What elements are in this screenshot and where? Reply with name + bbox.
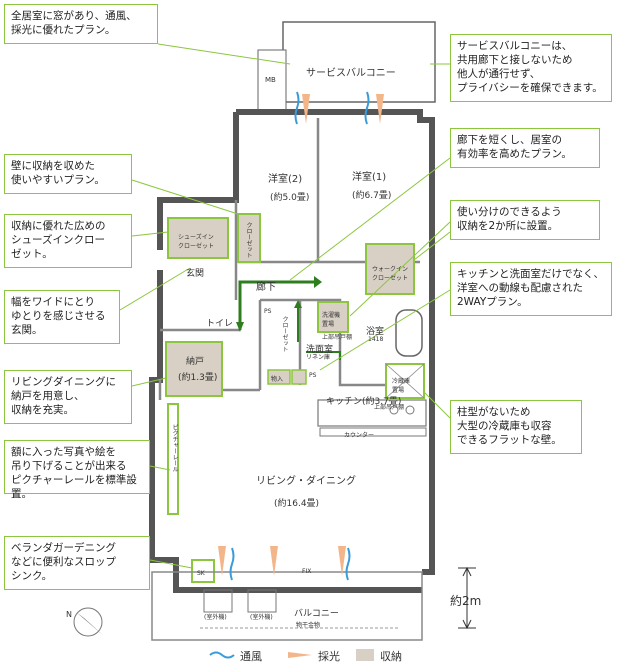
label-washer: 洗濯機 置場 (322, 312, 341, 328)
service-balcony-outline (282, 21, 436, 103)
label-hallway: 廊下 (256, 282, 276, 293)
label-ac-2: (室外機) (250, 614, 273, 621)
legend-storage-icon (356, 649, 374, 661)
label-kitchen: キッチン(約3.7畳) (326, 397, 402, 407)
label-closet-small: クローゼット (281, 316, 288, 352)
scale-bar (458, 566, 476, 630)
legend-light-icon (288, 652, 312, 658)
legend-storage: 収納 (380, 650, 402, 663)
light-markers (218, 94, 384, 576)
walk-in-closet-area (365, 243, 415, 295)
callout-slop-sink: ベランダガーデニング などに便利なスロップ シンク。 (4, 536, 150, 590)
label-nando: 納戸 (186, 357, 205, 367)
callout-nando: リビングダイニングに 納戸を用意し、 収納を充実。 (4, 370, 132, 424)
label-picture-rail: ピクチャーレール (171, 424, 178, 472)
label-ld-size: (約16.4畳) (274, 499, 320, 509)
callout-wall-storage: 壁に収納を収めた 使いやすいプラン。 (4, 154, 132, 194)
callout-short-hallway: 廊下を短くし、居室の 有効率を高めたプラン。 (450, 128, 600, 168)
label-ps: PS (264, 308, 272, 315)
label-entrance: 玄関 (186, 269, 205, 279)
callout-shoes-closet: 収納に優れた広めの シューズインクロー ゼット。 (4, 214, 132, 268)
label-eaves: 物干金物 (296, 622, 321, 629)
callout-2way: キッチンと洗面室だけでなく、 洋室への動線も配慮された 2WAYプラン。 (450, 262, 612, 316)
callout-two-storage: 使い分けのできるよう 収納を2か所に設置。 (450, 200, 600, 240)
hallway-arrow (238, 280, 314, 330)
label-fix: FIX (302, 568, 312, 575)
callout-picture-rail: 額に入った写真や絵を 吊り下げることが出来る ピクチャーレールを標準設置。 (4, 440, 150, 500)
label-western-1-size: (約6.7畳) (352, 191, 392, 201)
ac-unit-2 (247, 589, 277, 613)
scale-label: 約2m (450, 594, 482, 608)
callout-wide-entrance: 幅をワイドにとり ゆとりを感じさせる 玄関。 (4, 290, 120, 344)
label-fridge: 冷蔵庫 置場 (392, 378, 411, 394)
callout-windows: 全居室に窓があり、通風、 採光に優れたプラン。 (4, 4, 158, 44)
compass-label: N (66, 610, 72, 619)
label-linen: リネン庫 (306, 354, 331, 361)
compass (73, 607, 104, 637)
label-counter: カウンター (344, 432, 375, 439)
label-shoes-in-closet: シューズイン クローゼット (178, 234, 215, 250)
label-washroom: 洗面室 (306, 345, 334, 355)
label-bathroom: 浴室 (366, 327, 385, 337)
nando-area (165, 341, 223, 397)
kitchen-counter (317, 399, 427, 427)
label-western-2-size: (約5.0畳) (270, 193, 310, 203)
label-mb: MB (265, 76, 276, 84)
closet-area (237, 213, 261, 263)
label-toilet: トイレ (206, 319, 234, 329)
label-balcony: バルコニー (294, 609, 339, 619)
shoes-in-closet-area (167, 217, 229, 259)
label-ac-1: (室外機) (204, 614, 227, 621)
label-living-dining: リビング・ダイニング (256, 476, 356, 487)
legend-light: 採光 (318, 650, 340, 663)
label-ps-2: PS (309, 372, 317, 379)
callout-flat-wall: 柱型がないため 大型の冷蔵庫も収容 できるフラットな壁。 (450, 400, 582, 454)
label-sk: SK (197, 570, 205, 577)
wind-markers (229, 91, 370, 581)
label-closet: クローゼット (245, 222, 252, 258)
picture-rail (167, 403, 179, 515)
label-walk-in-closet: ウォークイン クローゼット (372, 266, 409, 282)
label-western-2: 洋室(2) (268, 174, 303, 185)
bathtub (395, 309, 423, 357)
label-western-1: 洋室(1) (352, 172, 387, 183)
legend-wind: 通風 (240, 650, 262, 663)
ac-unit-1 (203, 589, 233, 613)
label-storage: 物入 (271, 376, 284, 383)
balcony-outline (151, 571, 423, 641)
callout-service-balcony: サービスバルコニーは、 共用廊下と接しないため 他人が通行せず、 プライバシーを… (450, 34, 612, 102)
label-nando-size: (約1.3畳) (178, 373, 218, 383)
washer-area (317, 301, 349, 333)
label-bath-size: 1418 (368, 336, 384, 343)
label-service-balcony: サービスバルコニー (306, 68, 396, 79)
legend-wind-icon (209, 651, 235, 659)
label-upper-shelf: 上部吊戸棚 (322, 334, 353, 341)
slop-sink (191, 559, 215, 583)
leader-lines (119, 43, 451, 569)
storage-box (267, 369, 291, 385)
bar-counter (319, 427, 427, 437)
ps-box (291, 369, 307, 385)
label-upper-cabinet: 上部吊戸棚 (374, 404, 405, 411)
